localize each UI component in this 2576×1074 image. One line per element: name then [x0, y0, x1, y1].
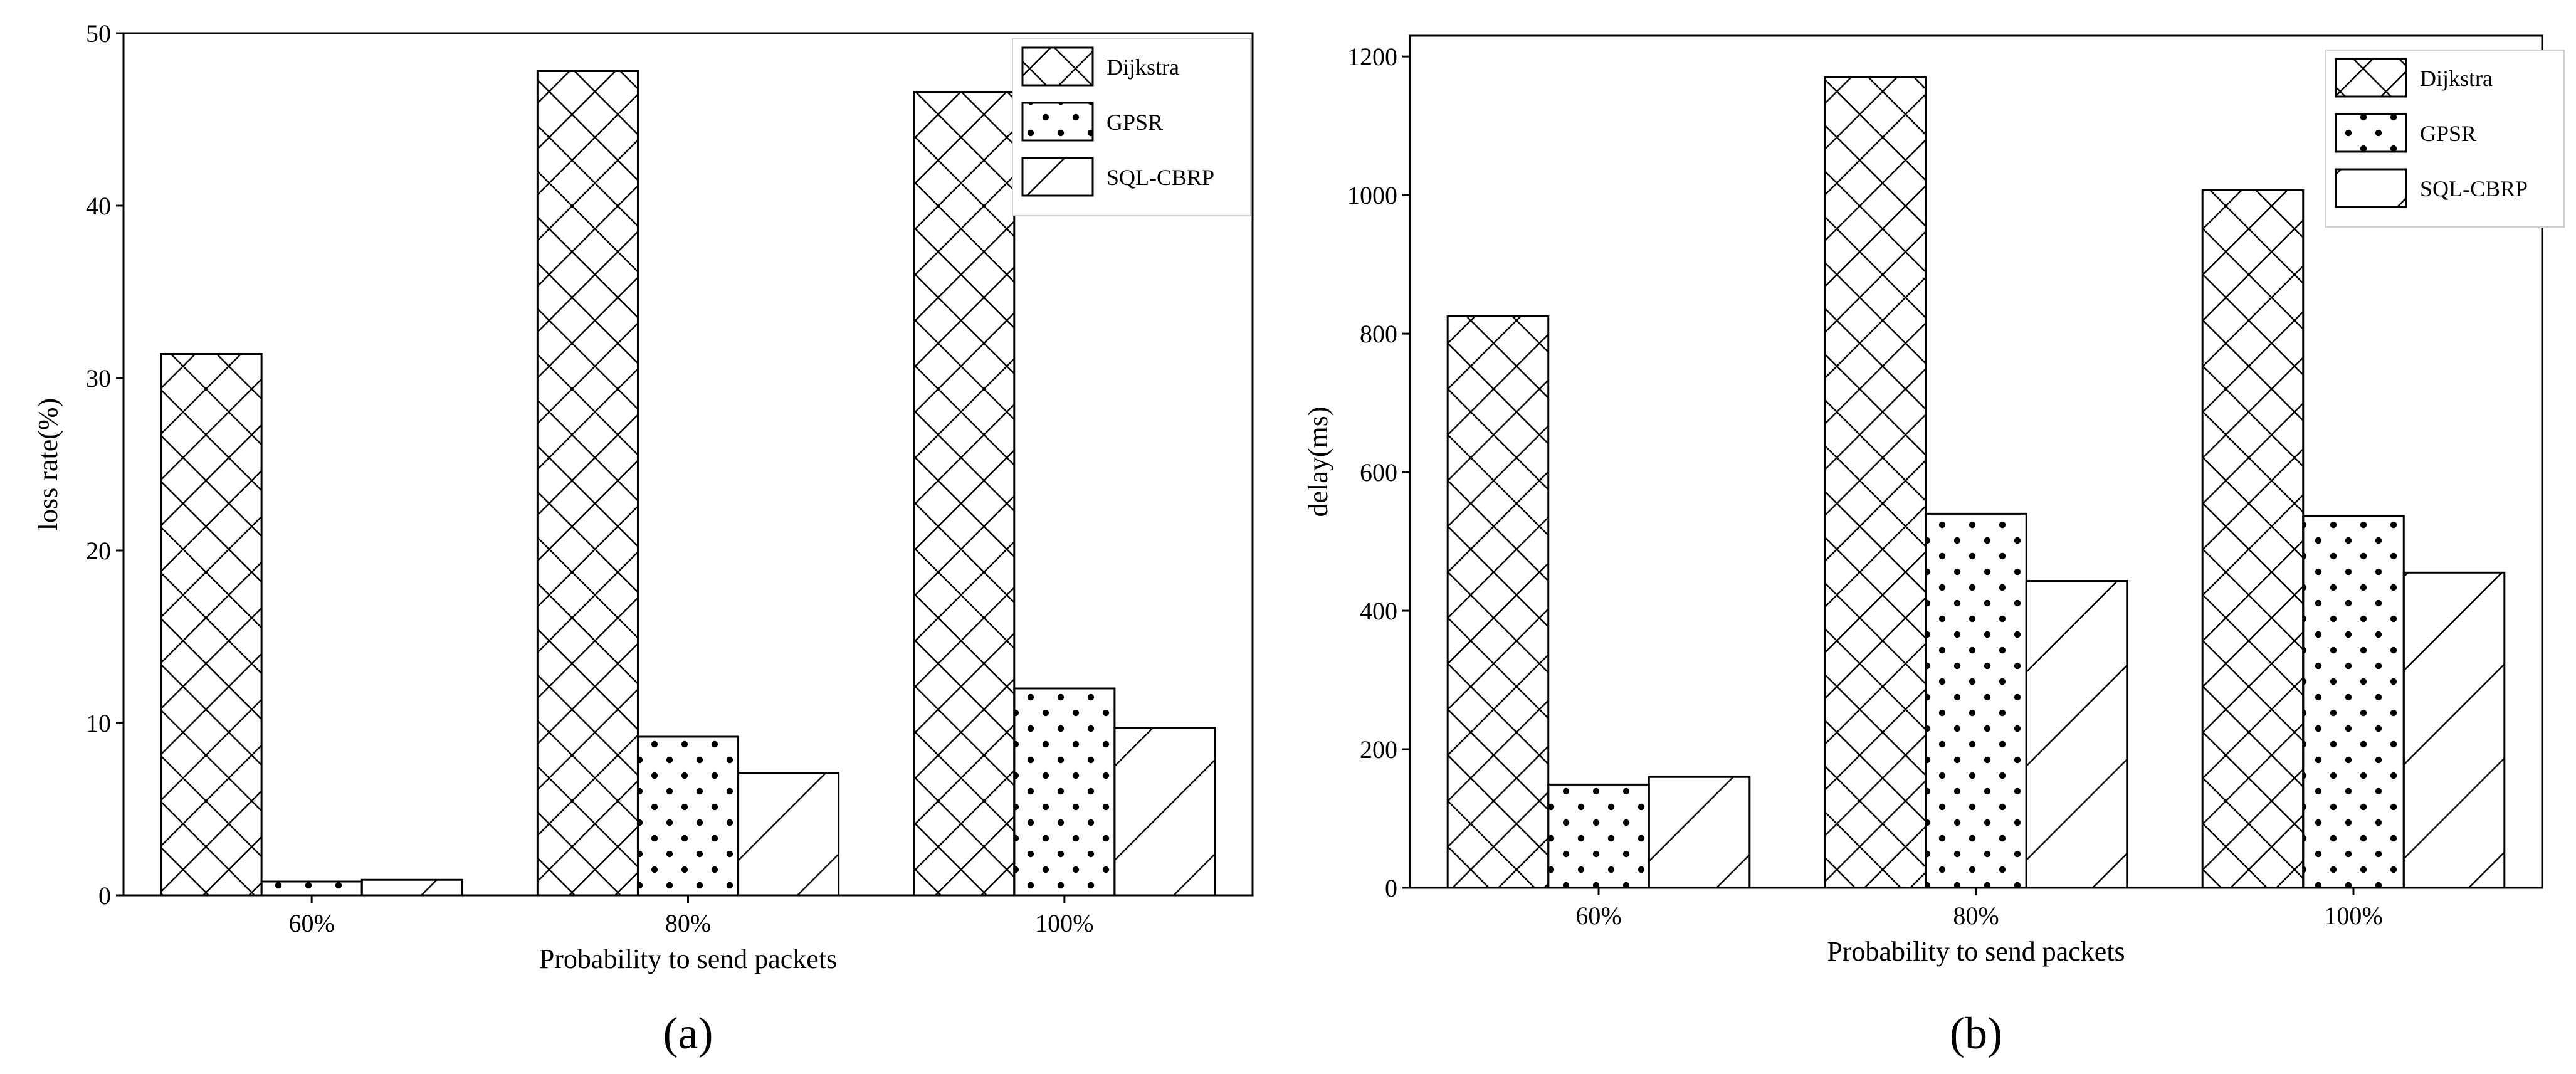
bar-gpsr-100pct: [2302, 515, 2405, 889]
x-tick-label: 80%: [1953, 902, 1999, 930]
x-axis-title: Probability to send packets: [1827, 936, 2125, 967]
y-tick-label: 1200: [1347, 43, 1397, 71]
legend-swatch-sql-cbrp: [2335, 168, 2407, 208]
bar-gpsr-80pct: [1925, 512, 2027, 889]
x-tick-label: 80%: [665, 909, 711, 937]
y-tick-label: 600: [1360, 458, 1397, 487]
y-tick-label: 20: [86, 537, 111, 565]
bar-dijkstra-100pct: [2201, 189, 2305, 889]
y-tick-label: 1000: [1347, 181, 1397, 209]
legend-swatch-sql-cbrp: [1021, 157, 1094, 197]
bar-sql-cbrp-60pct: [360, 878, 463, 897]
legend-label-dijkstra: Dijkstra: [1107, 55, 1179, 80]
y-tick-label: 0: [98, 882, 111, 910]
y-tick-label: 30: [86, 364, 111, 392]
legend-swatch-gpsr: [1021, 102, 1094, 142]
bar-sql-cbrp-60pct: [1648, 776, 1751, 889]
legend-label-dijkstra: Dijkstra: [2420, 66, 2493, 91]
bar-sql-cbrp-80pct: [2025, 580, 2128, 889]
y-tick-label: 40: [86, 192, 111, 220]
bar-sql-cbrp-80pct: [737, 772, 840, 897]
legend-swatch-gpsr: [2335, 113, 2407, 153]
x-tick-label: 100%: [2324, 902, 2382, 930]
legend-swatch-dijkstra: [2335, 58, 2407, 98]
x-axis-title: Probability to send packets: [539, 944, 837, 974]
legend-label-sql-cbrp: SQL-CBRP: [1107, 165, 1214, 190]
y-tick-label: 10: [86, 709, 111, 737]
panel-label: (a): [663, 1008, 713, 1058]
bar-dijkstra-60pct: [160, 353, 263, 897]
loss-rate-chart: 0 10 20 30 40 50 60% 80% 100% Probability to send…: [33, 19, 1254, 1058]
y-tick-label: 50: [86, 19, 111, 48]
panel-label: (b): [1950, 1008, 2002, 1058]
legend-label-sql-cbrp: SQL-CBRP: [2420, 176, 2528, 201]
y-axis-title: delay(ms): [1303, 407, 1333, 517]
legend-label-gpsr: GPSR: [2420, 121, 2476, 146]
x-tick-label: 100%: [1035, 909, 1093, 937]
chart-panel-b: 0 200 400 600 800 1000 1200 60% 80% 100% Probabili…: [1288, 0, 2576, 1074]
legend-label-gpsr: GPSR: [1107, 110, 1163, 135]
chart-panel-a: 0 10 20 30 40 50 60% 80% 100% Probability to send…: [33, 19, 1254, 1058]
y-axis-title: loss rate(%): [33, 398, 63, 530]
bar-dijkstra-80pct: [1824, 76, 1927, 889]
bar-gpsr-60pct: [260, 880, 363, 897]
bar-gpsr-100pct: [1013, 687, 1116, 897]
bar-dijkstra-80pct: [536, 70, 639, 897]
y-tick-label: 800: [1360, 320, 1397, 348]
y-tick-label: 400: [1360, 597, 1397, 625]
bar-sql-cbrp-100pct: [1113, 727, 1216, 897]
bar-dijkstra-60pct: [1446, 315, 1550, 889]
bar-gpsr-60pct: [1547, 783, 1650, 889]
delay-chart: 0 200 400 600 800 1000 1200 60% 80% 100% Probabili…: [1303, 34, 2565, 1058]
y-tick-label: 0: [1385, 874, 1397, 902]
bar-sql-cbrp-100pct: [2402, 571, 2506, 889]
bar-gpsr-80pct: [636, 735, 740, 897]
x-tick-label: 60%: [289, 909, 335, 937]
bar-dijkstra-100pct: [913, 91, 1016, 897]
x-tick-label: 60%: [1575, 902, 1621, 930]
y-tick-label: 200: [1360, 735, 1397, 764]
legend-swatch-dijkstra: [1021, 46, 1094, 87]
